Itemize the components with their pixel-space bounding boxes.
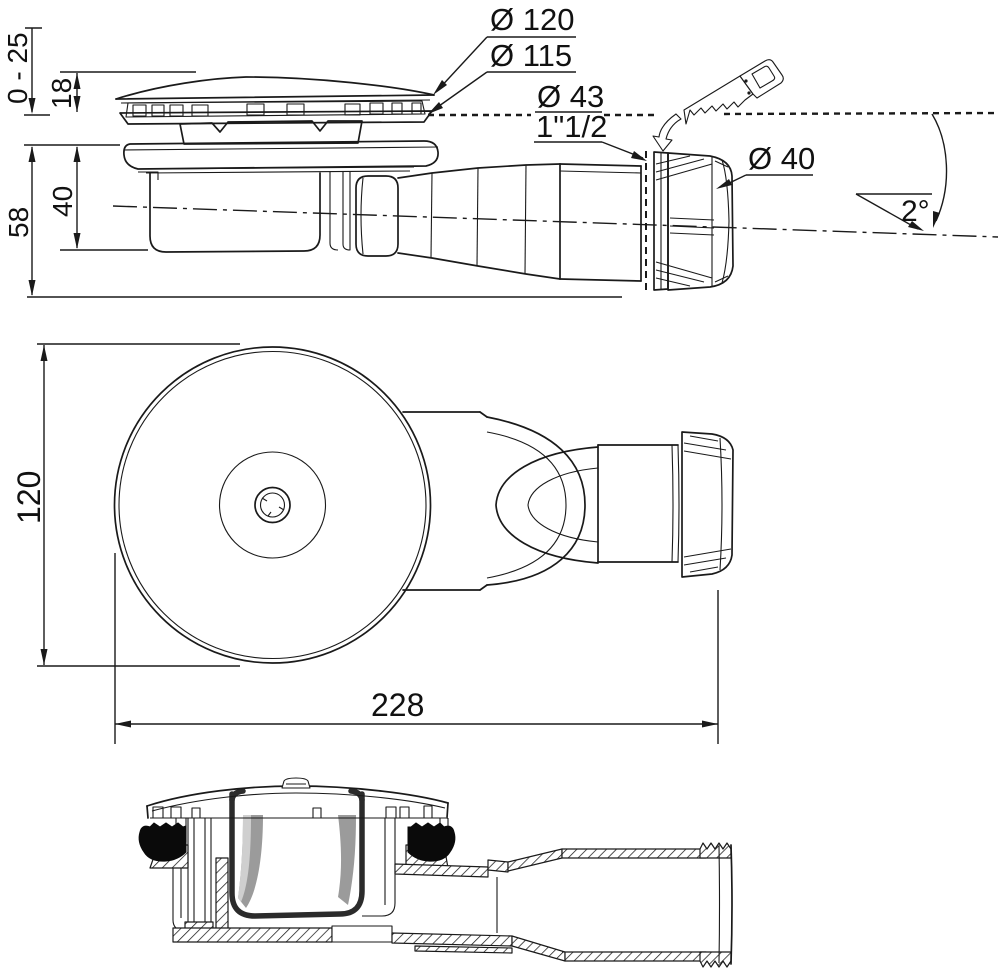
slotted-ring <box>119 102 433 125</box>
dim-cup-depth: 40 <box>47 146 148 251</box>
dim-grate-height: 18 <box>46 71 196 112</box>
outlet-centerline <box>112 205 999 238</box>
callout-cover-diameter: Ø 120 <box>433 2 576 95</box>
callout-outlet-slope: 2° <box>855 113 948 231</box>
callout-thread-size: 1"1/2 <box>534 109 647 161</box>
body-wall-left <box>215 857 229 933</box>
section-right-structure <box>362 818 456 917</box>
dim-cover-diameter-top: 120 <box>11 343 240 667</box>
cover-circle <box>113 346 432 664</box>
total-height-label: 58 <box>3 207 34 238</box>
section-bottom <box>172 925 513 954</box>
rubber-seal-left <box>138 822 187 862</box>
siphon-insert <box>229 788 365 919</box>
nut-ribs <box>655 155 729 287</box>
collar <box>179 120 363 145</box>
side-view-drawing: 0 - 25 18 58 40 Ø 120 <box>2 2 999 298</box>
compression-nut <box>653 151 734 291</box>
pipe-thread-top <box>699 842 732 859</box>
dim-total-height: 58 <box>3 144 622 298</box>
section-grate-slots <box>152 805 433 819</box>
overall-length-label: 228 <box>371 687 424 723</box>
nut-top <box>681 431 734 578</box>
dim-overall-length: 228 <box>114 553 719 744</box>
outlet-pipe-top <box>597 444 680 563</box>
dim-adjust-range: 0 - 25 <box>2 27 50 116</box>
cover-diameter-top-label: 120 <box>11 471 47 524</box>
cup-depth-label: 40 <box>47 186 78 217</box>
trap-cup <box>138 171 351 253</box>
callout-pipe-diameter: Ø 43 <box>535 79 604 114</box>
outlet-slope-label: 2° <box>901 195 930 228</box>
callout-flange-diameter: Ø 115 <box>428 38 576 114</box>
section-left-structure <box>138 818 229 937</box>
flange-diameter-label: Ø 115 <box>490 38 572 73</box>
outlet-cone <box>397 163 642 282</box>
tray-level-dashed-line <box>428 111 999 117</box>
curved-arrow-icon <box>652 113 682 152</box>
cover-diameter-label: Ø 120 <box>490 2 574 37</box>
body-outline-top <box>402 411 599 591</box>
section-outlet-pipe <box>394 842 733 968</box>
section-cover <box>146 777 449 819</box>
pipe-thread-bottom <box>699 951 732 968</box>
elbow-housing <box>355 175 399 257</box>
callout-outlet-diameter: Ø 40 <box>716 141 815 189</box>
section-view-drawing <box>138 777 733 968</box>
adjust-range-label: 0 - 25 <box>2 32 33 104</box>
pipe-diameter-label: Ø 43 <box>537 79 604 114</box>
outlet-diameter-label: Ø 40 <box>748 141 815 176</box>
thread-size-label: 1"1/2 <box>536 109 607 144</box>
saw-icon <box>683 59 784 125</box>
rubber-seal-right <box>407 822 456 862</box>
flange-plate <box>123 140 439 174</box>
top-view-drawing: 120 228 <box>11 343 734 744</box>
grate-height-label: 18 <box>46 78 77 109</box>
